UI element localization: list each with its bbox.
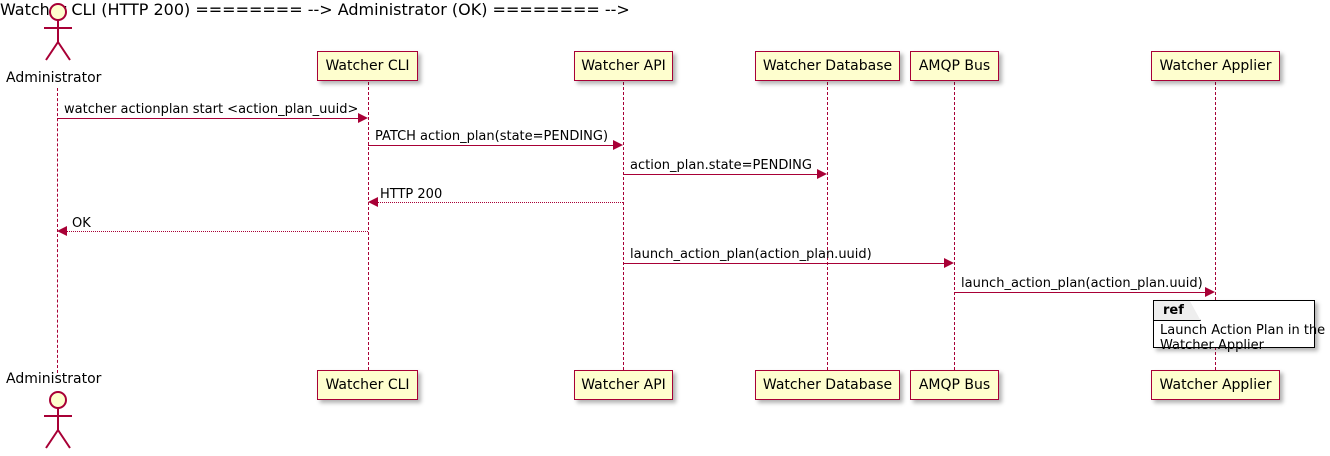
lifeline-watcher-applier <box>1215 82 1216 370</box>
participant-label-watcher-database-top: Watcher Database <box>762 58 893 74</box>
message-label-ok: OK <box>72 216 91 231</box>
participant-label-watcher-api-bottom: Watcher API <box>581 377 666 393</box>
ref-fragment-text-line1: Launch Action Plan in the <box>1160 323 1326 338</box>
ref-fragment-box: ref Launch Action Plan in the Watcher Ap… <box>1153 300 1325 353</box>
ref-fragment-tab-label: ref <box>1154 301 1201 321</box>
message-line-http-200 <box>378 202 623 203</box>
lifeline-watcher-api <box>623 82 624 370</box>
participant-box-watcher-api-bottom[interactable]: Watcher API <box>574 370 673 400</box>
participant-box-watcher-cli-top[interactable]: Watcher CLI <box>317 51 418 81</box>
message-line-ok <box>67 231 368 232</box>
ref-fragment-text-line2: Watcher Applier <box>1160 338 1264 353</box>
participant-label-watcher-cli-bottom: Watcher CLI <box>325 377 410 393</box>
participant-box-watcher-database-top[interactable]: Watcher Database <box>755 51 900 81</box>
message-line-watcher-actionplan-start <box>57 118 359 119</box>
participant-box-amqp-bus-top[interactable]: AMQP Bus <box>910 51 999 81</box>
message-label-action-plan-state-pending: action_plan.state=PENDING <box>630 158 812 173</box>
actor-label-administrator-top: Administrator <box>6 70 102 86</box>
message-arrowhead-action-plan-state-pending <box>817 169 827 179</box>
message-label-patch-action-plan: PATCH action_plan(state=PENDING) <box>375 129 609 144</box>
participant-box-watcher-applier-bottom[interactable]: Watcher Applier <box>1151 370 1280 400</box>
participant-box-amqp-bus-bottom[interactable]: AMQP Bus <box>910 370 999 400</box>
participant-label-watcher-api-top: Watcher API <box>581 58 666 74</box>
message-label-launch-action-plan-applier: launch_action_plan(action_plan.uuid) <box>961 276 1203 291</box>
message-label-launch-action-plan-amqp: launch_action_plan(action_plan.uuid) <box>630 247 872 262</box>
message-arrowhead-watcher-actionplan-start <box>358 113 368 123</box>
message-line-action-plan-state-pending <box>623 174 817 175</box>
message-label-watcher-actionplan-start: watcher actionplan start <action_plan_uu… <box>64 102 359 117</box>
message-arrowhead-launch-action-plan-applier <box>1205 287 1215 297</box>
participant-label-watcher-database-bottom: Watcher Database <box>762 377 893 393</box>
message-label-http-200: HTTP 200 <box>380 187 443 202</box>
participant-box-watcher-cli-bottom[interactable]: Watcher CLI <box>317 370 418 400</box>
actor-figure-administrator-top <box>44 3 72 61</box>
message-line-launch-action-plan-amqp <box>623 263 944 264</box>
message-arrowhead-ok <box>57 226 67 236</box>
message-arrowhead-patch-action-plan <box>613 140 623 150</box>
actor-label-administrator-bottom: Administrator <box>6 371 102 387</box>
participant-label-watcher-cli-top: Watcher CLI <box>325 58 410 74</box>
participant-box-watcher-applier-top[interactable]: Watcher Applier <box>1151 51 1280 81</box>
participant-box-watcher-api-top[interactable]: Watcher API <box>574 51 673 81</box>
ref-fragment-text: Launch Action Plan in the Watcher Applie… <box>1160 323 1325 353</box>
message-line-patch-action-plan <box>368 145 613 146</box>
participant-box-watcher-database-bottom[interactable]: Watcher Database <box>755 370 900 400</box>
participant-label-amqp-bus-bottom: AMQP Bus <box>918 377 991 393</box>
lifeline-amqp-bus <box>954 82 955 370</box>
participant-label-watcher-applier-top: Watcher Applier <box>1159 58 1272 74</box>
lifeline-watcher-cli <box>368 82 369 370</box>
actor-figure-administrator-bottom <box>44 391 72 449</box>
message-arrowhead-http-200 <box>368 197 378 207</box>
participant-label-amqp-bus-top: AMQP Bus <box>918 58 991 74</box>
message-line-launch-action-plan-applier <box>954 292 1205 293</box>
lifeline-watcher-database <box>827 82 828 370</box>
participant-label-watcher-applier-bottom: Watcher Applier <box>1159 377 1272 393</box>
message-arrowhead-launch-action-plan-amqp <box>944 258 954 268</box>
